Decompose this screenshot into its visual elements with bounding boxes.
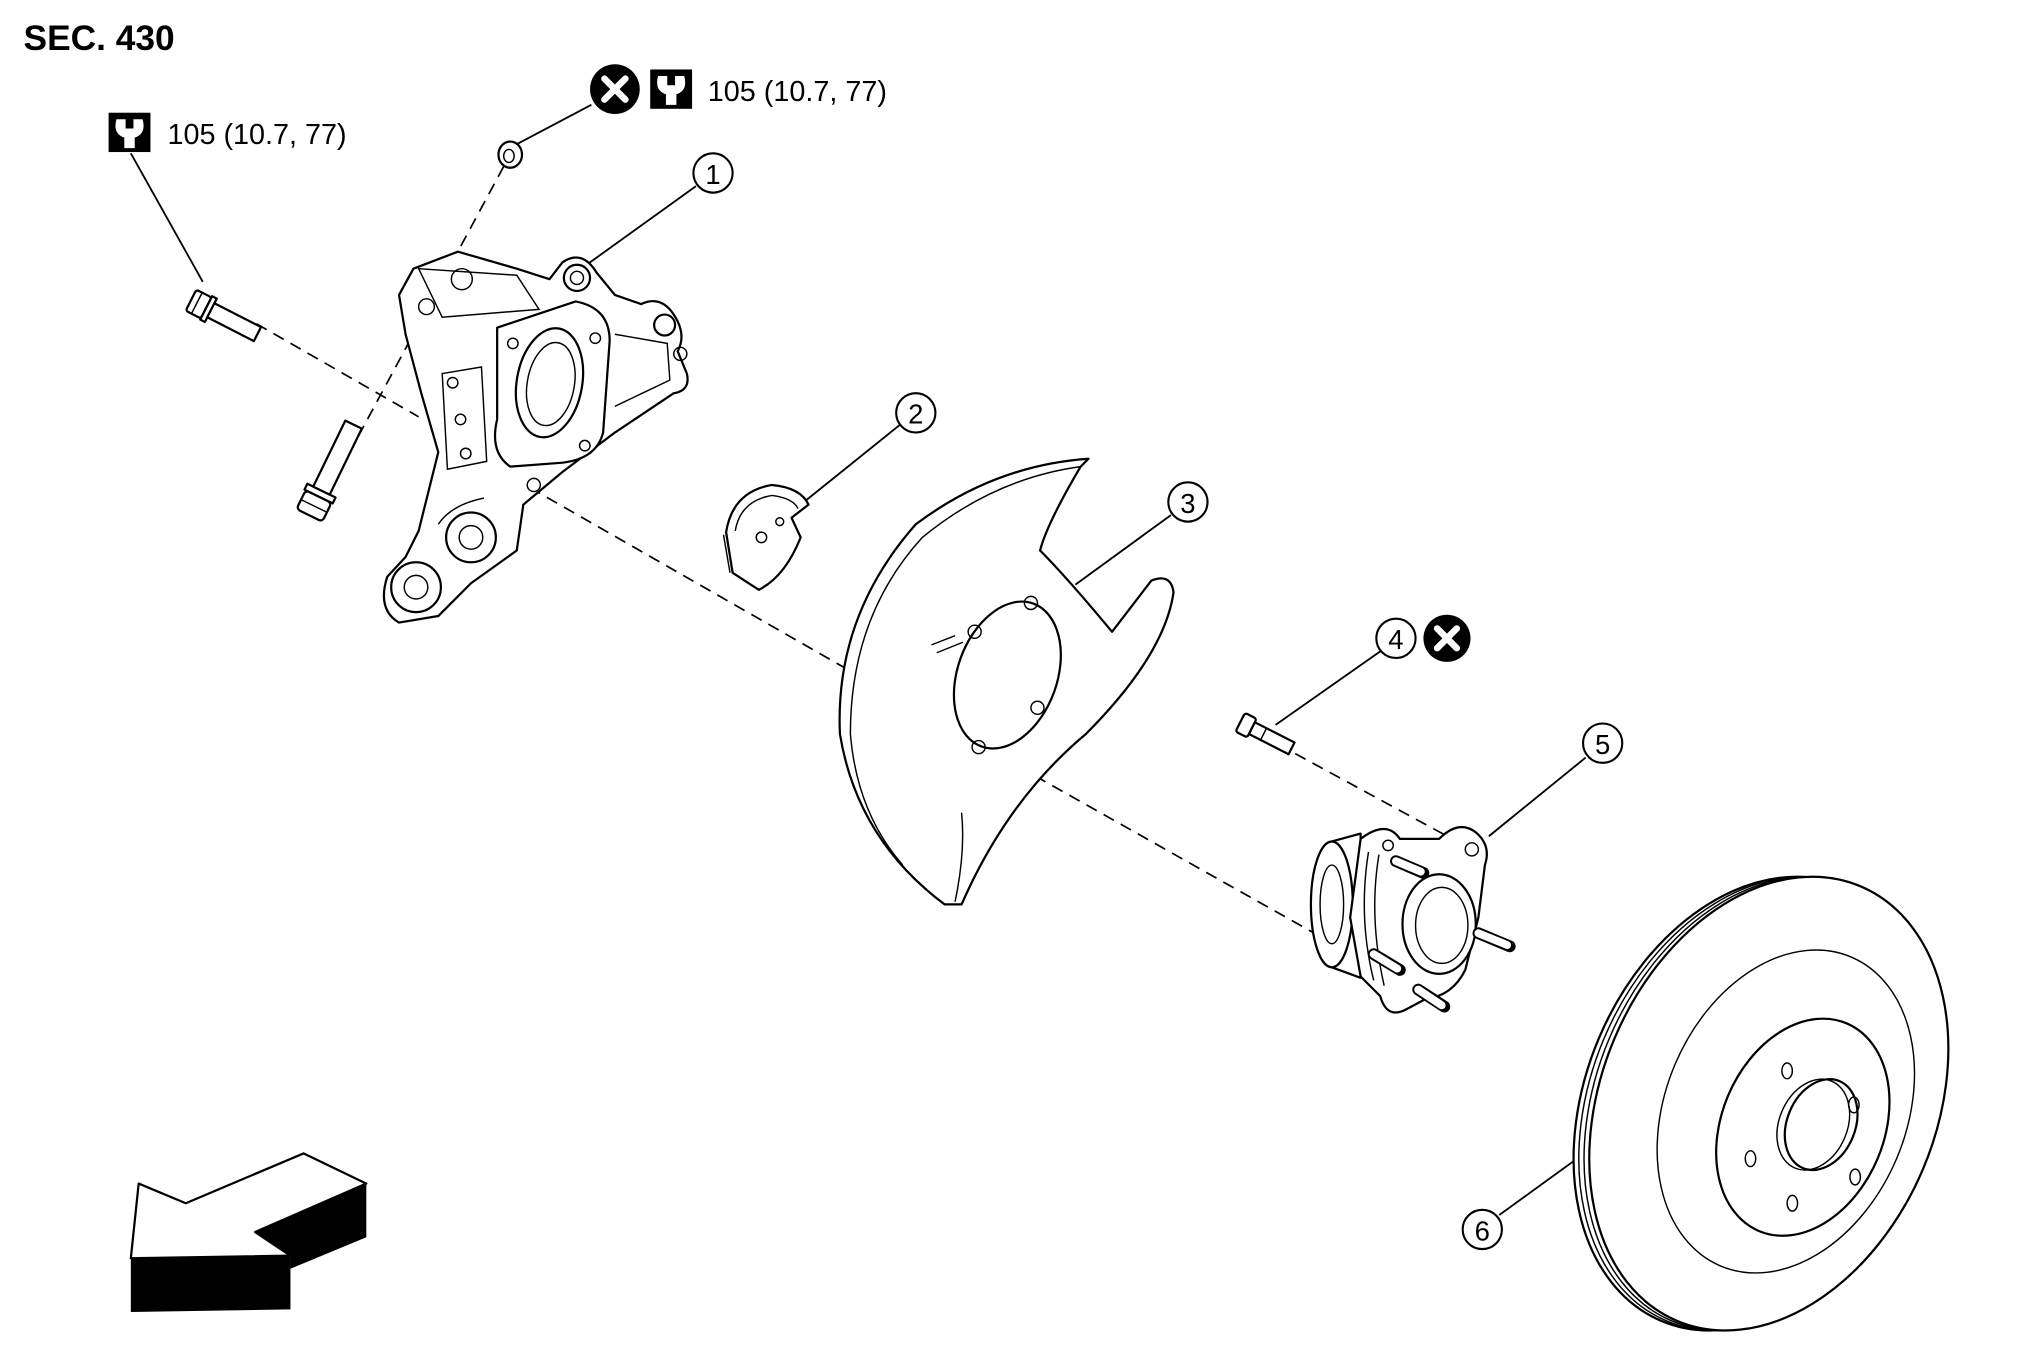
wheel-hub-bearing [1309, 825, 1516, 1014]
upper-bolt [185, 289, 263, 343]
callout-4-number: 4 [1388, 624, 1403, 655]
callout-1-number: 1 [705, 159, 720, 190]
callout-3-number: 3 [1180, 488, 1195, 519]
callout-6-number: 6 [1475, 1215, 1490, 1246]
leader-callout-4 [1275, 650, 1381, 726]
leader-callout-2 [800, 423, 901, 506]
rotor-lug-holes [1744, 1062, 1862, 1212]
torque-value-nut: 105 (10.7, 77) [708, 76, 887, 108]
leader-callout-5 [1488, 756, 1587, 837]
torque-spec-nut: 105 (10.7, 77) [590, 64, 887, 115]
do-not-reuse-icon [1423, 614, 1471, 662]
leader-torque-nut [516, 104, 592, 145]
knuckle-plate-axis [529, 486, 851, 672]
leader-callout-3 [1074, 514, 1172, 586]
callout-5: 5 [1581, 722, 1624, 764]
callout-1: 1 [692, 152, 734, 194]
leader-lines [130, 104, 1600, 1216]
steering-knuckle [382, 250, 689, 624]
torque-spec-bolt: 105 (10.7, 77) [108, 112, 347, 153]
hub-studs [1367, 855, 1516, 1013]
bolt-hub-axis [1294, 752, 1453, 840]
torque-value-bolt: 105 (10.7, 77) [167, 119, 346, 151]
bolt-knuckle-axis [256, 323, 420, 418]
tightening-torque-icon [650, 69, 693, 109]
front-arrow-icon [129, 1152, 368, 1313]
callout-3: 3 [1167, 481, 1209, 523]
section-label: SEC. 430 [24, 19, 175, 58]
hub-bolt [1235, 712, 1296, 756]
callout-2: 2 [895, 392, 937, 434]
lower-bolt [296, 419, 363, 522]
disc-rotor [1572, 875, 1950, 1332]
callout-2-number: 2 [908, 399, 923, 430]
callout-5-number: 5 [1595, 729, 1610, 760]
do-not-reuse-icon [590, 64, 640, 115]
tightening-torque-icon [108, 112, 151, 153]
leader-torque-bolt [130, 152, 204, 283]
callout-6: 6 [1461, 1208, 1503, 1251]
callout-4: 4 [1375, 614, 1471, 662]
back-plate [838, 457, 1175, 906]
nut [497, 140, 524, 169]
dust-cover [722, 483, 810, 591]
leader-callout-1 [584, 185, 697, 267]
